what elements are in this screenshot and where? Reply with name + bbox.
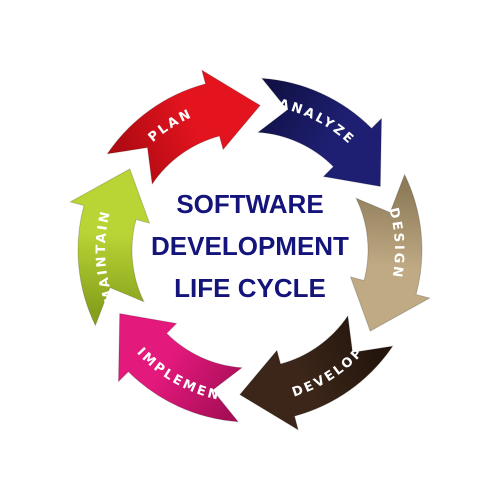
stage-arrow-implement [117, 313, 244, 423]
stage-arrow-plan [106, 69, 261, 186]
center-title-line-1: SOFTWARE [176, 189, 323, 219]
stage-arrow-analyze [256, 77, 383, 187]
stage-arrow-design [349, 173, 432, 332]
stage-arrow-develop [239, 314, 394, 431]
stage-arrow-maintain [68, 168, 151, 327]
center-title-line-2: DEVELOPMENT [151, 231, 349, 261]
center-title-line-3: LIFE CYCLE [174, 273, 326, 303]
center-title: SOFTWARE DEVELOPMENT LIFE CYCLE [151, 189, 349, 303]
